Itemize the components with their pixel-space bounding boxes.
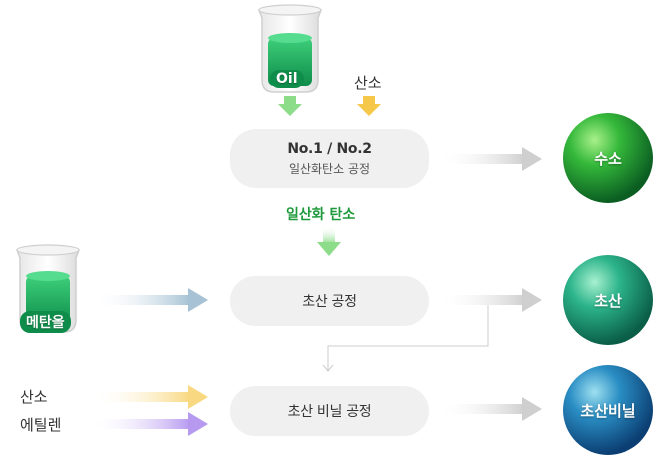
methanol-label: 메탄올 bbox=[20, 311, 71, 333]
vinyl-acetate-sphere-icon bbox=[563, 365, 653, 455]
vinyl-acetate-label: 초산비닐 bbox=[580, 402, 636, 420]
oxygen-top-label: 산소 bbox=[354, 74, 382, 92]
acetic-acid-sphere-icon bbox=[563, 255, 653, 345]
process-vinyl-acetate: 초산 비닐 공정 bbox=[230, 386, 429, 436]
process-acetic-acid: 초산 공정 bbox=[230, 276, 429, 326]
arrow-p3-vinyl bbox=[438, 397, 542, 421]
arrow-p2-acetic bbox=[438, 288, 542, 312]
arrow-ethylene-p3 bbox=[90, 412, 208, 436]
oil-down-arrow bbox=[278, 96, 302, 116]
co-down-arrow bbox=[317, 226, 341, 256]
oxygen-bottom-label: 산소 bbox=[20, 388, 48, 406]
arrow-oxygen-p3 bbox=[90, 385, 208, 409]
process-1-title: No.1 / No.2 bbox=[287, 140, 372, 157]
arrow-p1-hydrogen bbox=[438, 147, 542, 171]
process-carbon-monoxide: No.1 / No.2 일산화탄소 공정 bbox=[230, 129, 429, 188]
process-3-title: 초산 비닐 공정 bbox=[287, 404, 372, 420]
connector-p2-p3 bbox=[322, 305, 489, 372]
process-2-title: 초산 공정 bbox=[302, 294, 357, 310]
oil-label: Oil bbox=[270, 70, 304, 88]
process-1-subtitle: 일산화탄소 공정 bbox=[288, 161, 371, 176]
ethylene-label: 에틸렌 bbox=[20, 416, 62, 434]
acetic-acid-label: 초산 bbox=[594, 292, 622, 310]
carbon-monoxide-label: 일산화 탄소 bbox=[286, 207, 356, 223]
hydrogen-sphere-icon bbox=[563, 113, 653, 203]
arrow-methanol-p2 bbox=[92, 288, 208, 312]
oxygen-down-arrow bbox=[357, 96, 381, 116]
hydrogen-label: 수소 bbox=[594, 150, 622, 168]
